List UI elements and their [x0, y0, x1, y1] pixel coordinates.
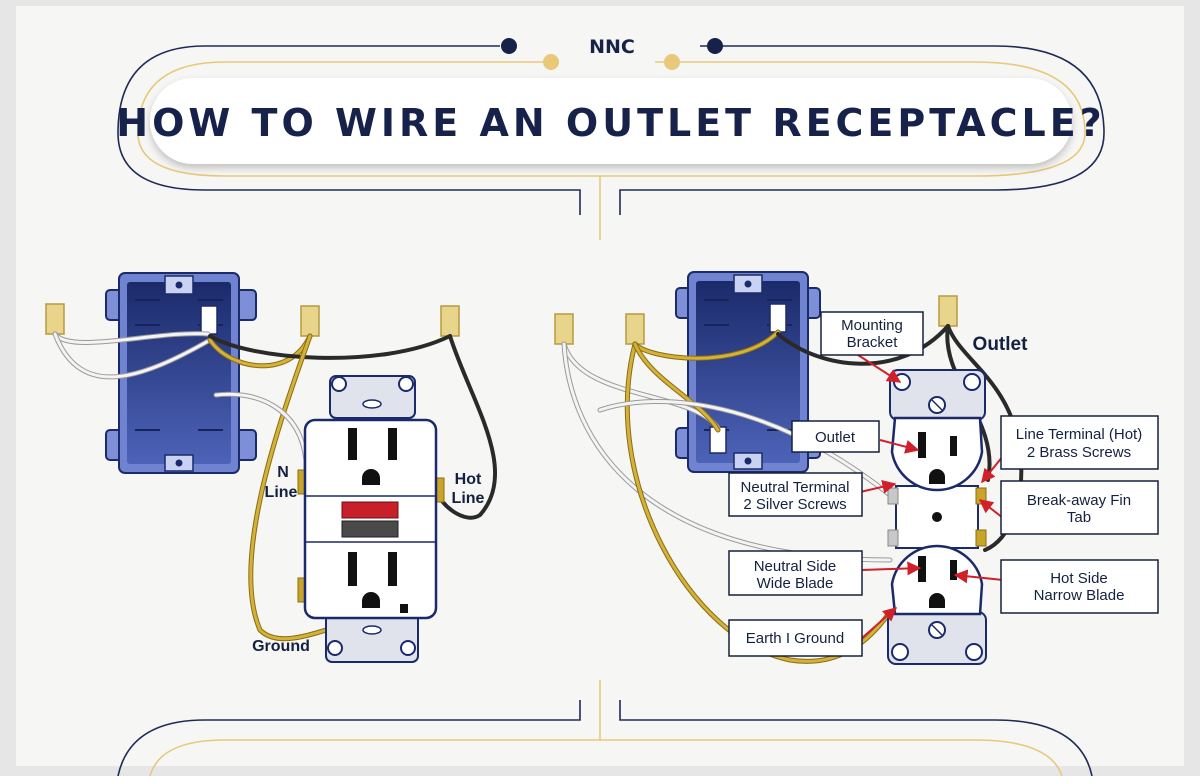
outlet-label: Outlet: [815, 429, 856, 446]
left-electrical-box: [105, 272, 257, 474]
gfci-outlet: [297, 375, 445, 663]
neutral-side-label-1: Neutral Side: [754, 558, 837, 575]
earth-ground-label: Earth I Ground: [746, 630, 844, 647]
title-banner: [150, 78, 1072, 164]
page-title: HOW TO WIRE AN OUTLET RECEPTACLE?: [116, 101, 1105, 145]
callout-arrows: [857, 354, 1004, 639]
breakaway-tab-label-1: Break-away Fin: [1027, 492, 1131, 509]
right-diagram: Outlet Mounting Bracket Outlet Line Ter: [554, 271, 1159, 665]
hot-line-label-2: Line: [452, 490, 485, 507]
line-terminal-label-1: Line Terminal (Hot): [1016, 426, 1142, 443]
hot-side-label-1: Hot Side: [1050, 570, 1108, 587]
neutral-terminal-label-2: 2 Silver Screws: [743, 496, 846, 513]
left-diagram: N Line Hot Line Ground: [45, 272, 498, 663]
neutral-side-label-2: Wide Blade: [757, 575, 834, 592]
hot-side-label-2: Narrow Blade: [1034, 587, 1125, 604]
outlet-heading: Outlet: [973, 334, 1029, 355]
left-wire-connectors: [45, 303, 460, 337]
decorative-frame: [117, 38, 1105, 776]
line-terminal-label-2: 2 Brass Screws: [1027, 444, 1131, 461]
hot-line-label-1: Hot: [455, 471, 482, 488]
breakaway-tab-label-2: Tab: [1067, 509, 1091, 526]
duplex-outlet: [887, 369, 987, 665]
brand-logo: NNC: [589, 36, 635, 58]
n-line-label-1: N: [277, 464, 289, 481]
mounting-bracket-label-2: Bracket: [847, 334, 899, 351]
mounting-bracket-label-1: Mounting: [841, 317, 903, 334]
ground-label: Ground: [252, 638, 310, 655]
callout-boxes: [728, 311, 1159, 657]
neutral-terminal-label-1: Neutral Terminal: [741, 479, 850, 496]
n-line-label-2: Line: [265, 484, 298, 501]
